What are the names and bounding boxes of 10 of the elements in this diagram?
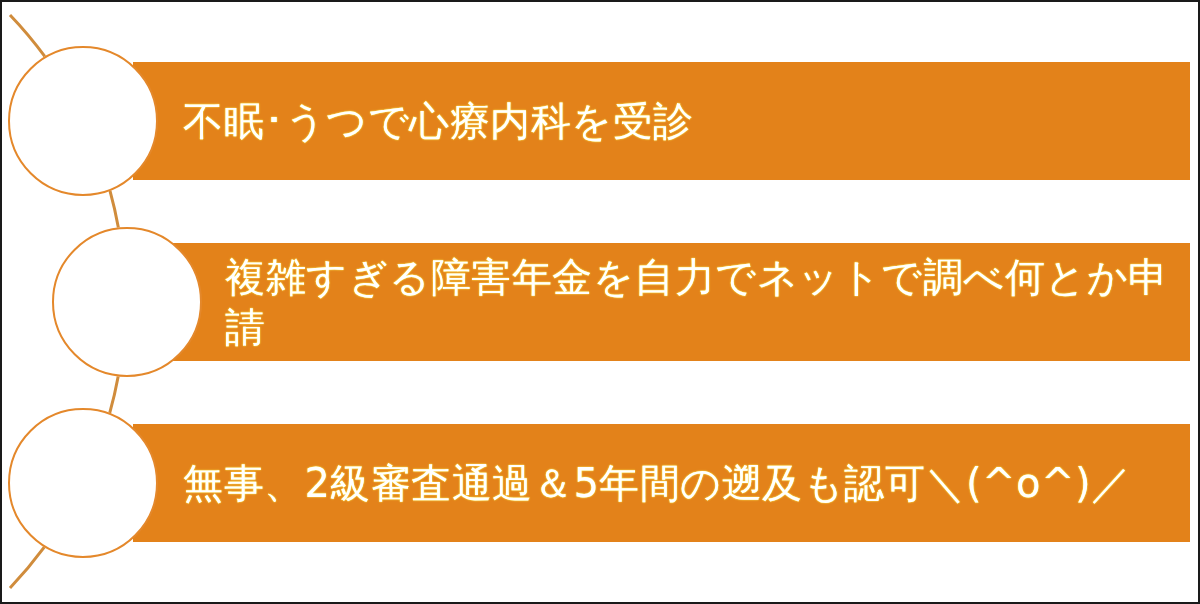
- step-text: 不眠･うつで心療内科を受診: [183, 97, 694, 146]
- step-text: 複雑すぎる障害年金を自力でネットで調べ何とか申請: [225, 253, 1170, 352]
- connector-line: [108, 190, 120, 228]
- step-band: [173, 243, 1190, 361]
- step-band: [133, 62, 1190, 180]
- connector-line: [8, 546, 46, 589]
- connector-line: [108, 376, 120, 414]
- step-text: 無事、2級審査通過＆5年間の遡及も認可＼(^o^)／: [183, 459, 1132, 508]
- step-band: [133, 424, 1190, 542]
- connector-line: [8, 13, 46, 58]
